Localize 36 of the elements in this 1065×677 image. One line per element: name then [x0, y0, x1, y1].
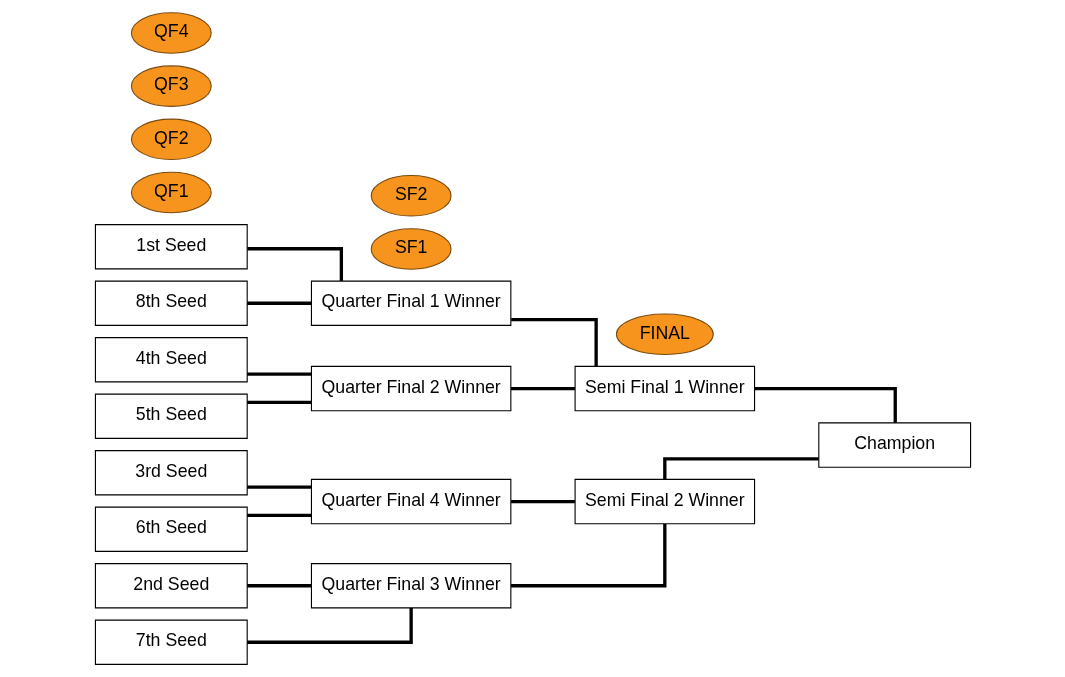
node-box: Semi Final 2 Winner [574, 478, 755, 525]
node-box: Quarter Final 2 Winner [310, 365, 511, 412]
node-box: Quarter Final 1 Winner [310, 280, 511, 326]
connector [510, 386, 575, 391]
node-box: Quarter Final 3 Winner [310, 563, 511, 609]
connector [246, 400, 311, 405]
connector [510, 318, 598, 367]
connector [246, 301, 311, 305]
connector [754, 386, 897, 423]
node-box: 5th Seed [94, 393, 248, 439]
connector [246, 247, 343, 282]
node-box: 8th Seed [94, 280, 248, 326]
node-ellipse: QF2 [130, 118, 212, 161]
node-ellipse: SF2 [370, 175, 452, 217]
connector [246, 608, 413, 644]
node-box: 3rd Seed [94, 450, 248, 496]
node-box: Quarter Final 4 Winner [310, 478, 511, 525]
connector [662, 457, 819, 480]
node-box: 4th Seed [94, 337, 248, 383]
node-box: Champion [817, 422, 971, 468]
connector [510, 524, 666, 588]
node-box: 1st Seed [94, 224, 248, 270]
connector [510, 499, 575, 504]
node-box: 7th Seed [94, 619, 248, 665]
node-box: Semi Final 1 Winner [574, 365, 755, 412]
node-ellipse: SF1 [370, 228, 452, 270]
connector [246, 485, 311, 489]
node-ellipse: QF1 [130, 171, 212, 214]
node-box: 2nd Seed [94, 563, 248, 609]
connector [246, 584, 311, 588]
node-box: 6th Seed [94, 506, 248, 552]
node-ellipse: FINAL [615, 313, 714, 356]
connector [246, 372, 311, 376]
node-ellipse: QF4 [130, 12, 212, 54]
connector [246, 513, 311, 518]
node-ellipse: QF3 [130, 65, 212, 107]
